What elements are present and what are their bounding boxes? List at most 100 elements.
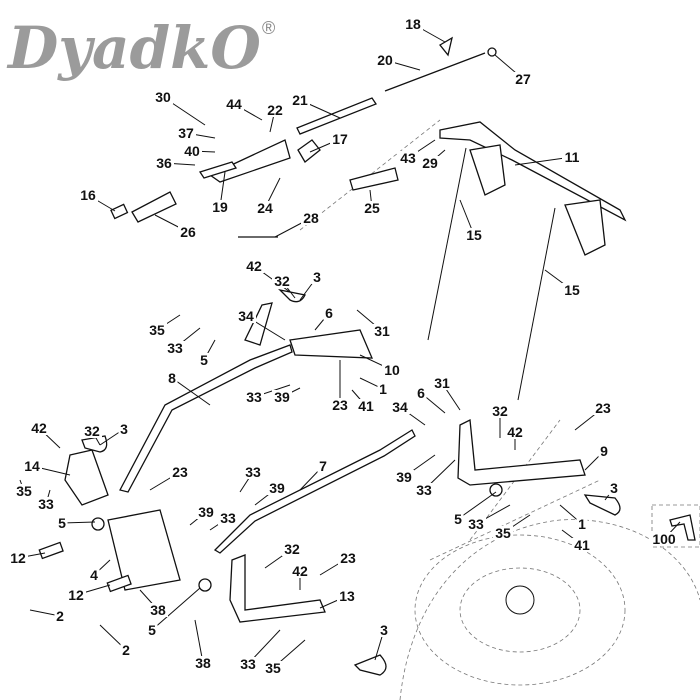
part-number-label: 3 bbox=[610, 480, 618, 496]
part-number-label: 26 bbox=[180, 224, 196, 240]
watermark-text: DyadkO bbox=[6, 14, 261, 82]
part-number-label: 5 bbox=[200, 352, 208, 368]
label-background bbox=[210, 200, 230, 214]
label-background bbox=[372, 324, 392, 338]
lever-assembly bbox=[38, 288, 621, 676]
label-background bbox=[382, 363, 402, 377]
label-background bbox=[166, 371, 178, 385]
label-background bbox=[403, 17, 423, 31]
label-background bbox=[338, 551, 358, 565]
label-background bbox=[414, 483, 434, 497]
part-number-label: 36 bbox=[156, 155, 172, 171]
label-background bbox=[377, 382, 389, 396]
part-number-label: 14 bbox=[24, 458, 40, 474]
label-background bbox=[317, 459, 329, 473]
label-background bbox=[267, 481, 287, 495]
part-number-label: 2 bbox=[122, 642, 130, 658]
part-number-label: 35 bbox=[495, 525, 511, 541]
part-number-label: 3 bbox=[380, 622, 388, 638]
part-number-label: 33 bbox=[246, 389, 262, 405]
part-number-label: 18 bbox=[405, 16, 421, 32]
label-background bbox=[178, 225, 198, 239]
part-number-label: 32 bbox=[492, 403, 508, 419]
label-background bbox=[301, 211, 321, 225]
label-background bbox=[154, 156, 174, 170]
part-number-label: 32 bbox=[274, 273, 290, 289]
label-background bbox=[82, 424, 102, 438]
part-number-label: 33 bbox=[245, 464, 261, 480]
label-background bbox=[572, 538, 592, 552]
part-number-label: 38 bbox=[150, 602, 166, 618]
part-number-label: 3 bbox=[120, 421, 128, 437]
part-number-label: 24 bbox=[257, 200, 273, 216]
label-background bbox=[198, 353, 210, 367]
part-number-label: 23 bbox=[595, 400, 611, 416]
part-number-label: 5 bbox=[148, 622, 156, 638]
label-background bbox=[193, 656, 213, 670]
part-number-label: 13 bbox=[339, 588, 355, 604]
part-number-label: 25 bbox=[364, 200, 380, 216]
label-background bbox=[490, 404, 510, 418]
part-number-label: 42 bbox=[292, 563, 308, 579]
part-number-label: 40 bbox=[184, 143, 200, 159]
part-number-label: 35 bbox=[265, 660, 281, 676]
label-background bbox=[263, 661, 283, 675]
part-number-label: 21 bbox=[292, 92, 308, 108]
label-background bbox=[593, 401, 613, 415]
label-background bbox=[148, 603, 168, 617]
handle-assembly bbox=[110, 36, 627, 401]
part-number-label: 22 bbox=[267, 102, 283, 118]
part-number-label: 32 bbox=[284, 541, 300, 557]
label-background bbox=[147, 323, 167, 337]
part-number-label: 39 bbox=[396, 469, 412, 485]
label-background bbox=[218, 511, 238, 525]
label-background bbox=[14, 484, 34, 498]
label-background bbox=[170, 465, 190, 479]
label-background bbox=[272, 390, 292, 404]
part-number-label: 41 bbox=[358, 398, 374, 414]
label-background bbox=[8, 551, 28, 565]
part-number-label: 33 bbox=[220, 510, 236, 526]
label-background bbox=[176, 126, 196, 140]
part-number-label: 28 bbox=[303, 210, 319, 226]
part-number-label: 29 bbox=[422, 155, 438, 171]
part-number-label: 31 bbox=[374, 323, 390, 339]
part-number-label: 8 bbox=[168, 370, 176, 386]
part-number-label: 1 bbox=[379, 381, 387, 397]
leader-line bbox=[171, 377, 211, 406]
label-background bbox=[493, 526, 513, 540]
leader-line bbox=[151, 587, 201, 631]
label-background bbox=[224, 97, 244, 111]
label-background bbox=[398, 151, 418, 165]
part-number-label: 19 bbox=[212, 199, 228, 215]
part-number-label: 20 bbox=[377, 52, 393, 68]
label-background bbox=[244, 390, 264, 404]
part-number-label: 16 bbox=[80, 187, 96, 203]
label-background bbox=[394, 470, 414, 484]
part-number-label: 23 bbox=[332, 397, 348, 413]
label-background bbox=[362, 201, 382, 215]
label-background bbox=[311, 270, 323, 284]
part-number-label: 37 bbox=[178, 125, 194, 141]
label-background bbox=[330, 132, 350, 146]
part-number-label: 1 bbox=[578, 516, 586, 532]
part-number-label: 33 bbox=[167, 340, 183, 356]
label-background bbox=[36, 497, 56, 511]
label-background bbox=[153, 90, 173, 104]
label-background bbox=[452, 512, 464, 526]
part-number-label: 100 bbox=[652, 531, 676, 547]
label-background bbox=[255, 201, 275, 215]
label-background bbox=[337, 589, 357, 603]
part-number-label: 34 bbox=[392, 399, 408, 415]
label-background bbox=[513, 72, 533, 86]
label-background bbox=[649, 532, 679, 546]
label-background bbox=[236, 309, 256, 323]
part-number-label: 33 bbox=[416, 482, 432, 498]
part-number-label: 9 bbox=[600, 443, 608, 459]
label-background bbox=[243, 465, 263, 479]
label-background bbox=[356, 399, 376, 413]
part-number-label: 12 bbox=[10, 550, 26, 566]
leader-line bbox=[457, 491, 497, 520]
